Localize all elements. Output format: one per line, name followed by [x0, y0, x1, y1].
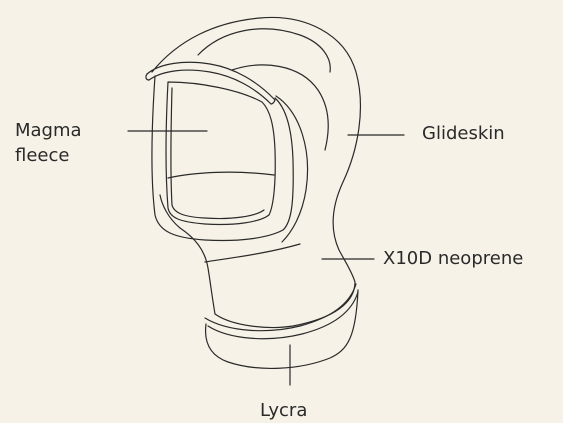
hood-outline	[152, 17, 360, 327]
lycra-label: Lycra	[260, 398, 307, 423]
hood-brim	[147, 62, 275, 100]
magma-fleece-label: Magma fleece	[15, 118, 125, 168]
lycra-collar	[205, 284, 356, 331]
neck-seam	[205, 244, 300, 262]
magma-fleece-label-line2: fleece	[15, 143, 125, 168]
x10d-neoprene-label: X10D neoprene	[383, 246, 523, 271]
glideskin-label: Glideskin	[422, 121, 505, 146]
hood-side-panel	[276, 96, 308, 242]
face-lining-edge	[171, 88, 264, 219]
face-opening-inner	[166, 82, 275, 225]
face-chin-seam	[168, 172, 274, 178]
hood-crown-panel	[232, 65, 328, 150]
lycra-collar-band	[208, 292, 358, 339]
magma-fleece-label-line1: Magma	[15, 118, 125, 143]
